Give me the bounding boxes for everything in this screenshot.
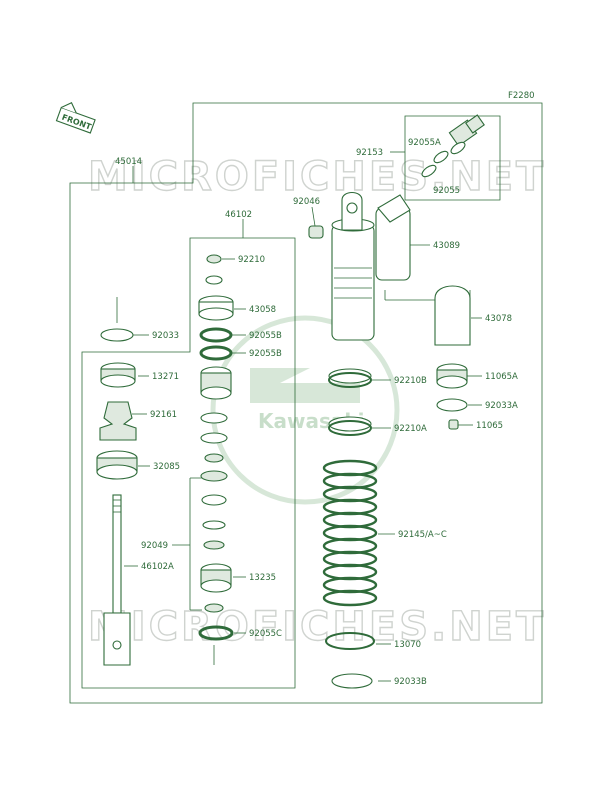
spring-92145	[322, 459, 378, 607]
label-13235: 13235	[249, 573, 276, 583]
shim-92049-2	[201, 494, 227, 506]
spring-guide-13070	[325, 632, 375, 650]
piston-13235	[200, 563, 232, 593]
label-92033B: 92033B	[394, 677, 427, 687]
o-ring-92055C	[198, 625, 234, 641]
label-32085: 32085	[153, 462, 180, 472]
label-92055B-1: 92055B	[249, 331, 282, 341]
circlip-92033B	[331, 673, 373, 689]
bushing-92046	[308, 225, 324, 239]
label-43058: 43058	[249, 305, 276, 315]
o-ring-92055B-2	[199, 345, 233, 361]
valve-body	[200, 366, 232, 400]
label-92033A: 92033A	[485, 401, 518, 411]
washer-2	[200, 412, 228, 424]
label-46102: 46102	[225, 210, 252, 220]
inner-frame	[81, 237, 296, 689]
label-11065: 11065	[476, 421, 503, 431]
nut-92210	[206, 254, 222, 264]
label-92210B: 92210B	[394, 376, 427, 386]
label-43089: 43089	[433, 241, 460, 251]
watermark-bottom: MICROFICHES.NET	[88, 604, 546, 650]
label-92033: 92033	[152, 331, 179, 341]
bump-rubber-92161	[99, 401, 137, 441]
label-45014: 45014	[115, 157, 142, 167]
watermark-top: MICROFICHES.NET	[88, 154, 546, 200]
circlip-92033A	[436, 398, 468, 412]
label-13271: 13271	[152, 372, 179, 382]
label-11065A: 11065A	[485, 372, 518, 382]
label-92153: 92153	[356, 148, 383, 158]
shim-92049-3	[202, 520, 226, 530]
label-92210: 92210	[238, 255, 265, 265]
reservoir-fitting	[448, 114, 485, 155]
label-43078: 43078	[485, 314, 512, 324]
shim-92049-5	[204, 603, 224, 613]
adjuster-nut-92210B	[328, 368, 372, 388]
label-46102A: 46102A	[141, 562, 174, 572]
label-92210A: 92210A	[394, 424, 427, 434]
washer-4	[204, 453, 224, 463]
cap-11065	[448, 419, 459, 430]
figure-code: F2280	[508, 91, 535, 101]
kawasaki-logo: Kawasaki	[210, 315, 400, 505]
cap-13271	[100, 362, 136, 388]
label-92049: 92049	[141, 541, 168, 551]
reservoir-box	[404, 115, 501, 201]
label-92055C: 92055C	[249, 629, 282, 639]
o-ring-92055	[421, 164, 437, 178]
label-92055A: 92055A	[408, 138, 441, 148]
label-92161: 92161	[150, 410, 177, 420]
bladder-43078	[434, 285, 471, 346]
washer-3	[200, 432, 228, 444]
collar-43058	[198, 295, 234, 321]
label-13070: 13070	[394, 640, 421, 650]
outer-frame	[69, 102, 543, 704]
o-ring-92055B-1	[199, 327, 233, 343]
boot-32085	[96, 450, 138, 480]
circlip-92033	[100, 328, 134, 342]
adjuster-11065A	[436, 363, 468, 389]
piston-rod-46102A	[103, 494, 131, 666]
washer-small	[205, 275, 223, 285]
label-92055B-2: 92055B	[249, 349, 282, 359]
lock-nut-92210A	[328, 416, 372, 436]
shim-92049-1	[200, 470, 228, 482]
label-92145: 92145/A~C	[398, 530, 447, 540]
label-92055: 92055	[433, 186, 460, 196]
shim-92049-4	[203, 540, 225, 550]
shock-body-43089	[331, 191, 411, 341]
front-arrow-icon: FRONT	[55, 102, 96, 134]
label-92046: 92046	[293, 197, 320, 207]
o-ring-92055A	[433, 150, 449, 164]
